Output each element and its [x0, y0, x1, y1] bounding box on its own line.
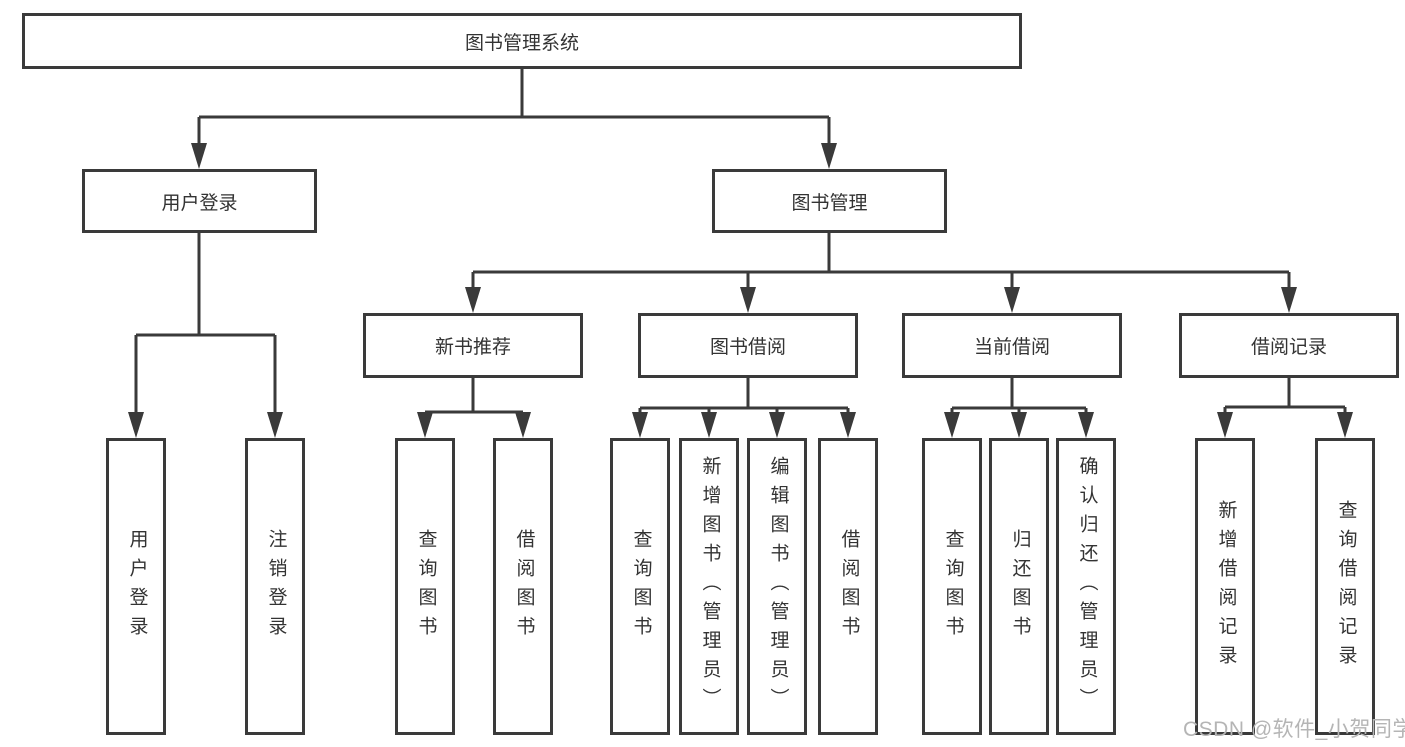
- leaf-logout-label: 注销登录: [265, 528, 287, 645]
- leaf-query-borrow-record-label: 查询借阅记录: [1335, 499, 1357, 674]
- leaf-return-books: 归还图书: [989, 438, 1049, 735]
- leaf-edit-books-admin-label: 编辑图书（管理员）: [767, 456, 789, 717]
- leaf-add-books-admin-label: 新增图书（管理员）: [699, 456, 721, 717]
- leaf-confirm-return-admin-label: 确认归还（管理员）: [1076, 456, 1098, 717]
- leaf-query-books-recommend-label: 查询图书: [415, 528, 437, 645]
- leaf-query-books-recommend: 查询图书: [395, 438, 455, 735]
- leaf-query-books-borrow-label: 查询图书: [630, 528, 652, 645]
- leaf-add-books-admin: 新增图书（管理员）: [679, 438, 739, 735]
- leaf-borrow-books-recommend-label: 借阅图书: [513, 528, 535, 645]
- leaf-return-books-label: 归还图书: [1009, 528, 1031, 645]
- node-new-book-recommend: 新书推荐: [363, 313, 583, 378]
- leaf-query-books-current: 查询图书: [922, 438, 982, 735]
- leaf-add-borrow-record: 新增借阅记录: [1195, 438, 1255, 735]
- node-book-borrow: 图书借阅: [638, 313, 858, 378]
- leaf-user-login: 用户登录: [106, 438, 166, 735]
- leaf-query-books-borrow: 查询图书: [610, 438, 670, 735]
- leaf-query-books-current-label: 查询图书: [942, 528, 964, 645]
- node-user-login: 用户登录: [82, 169, 317, 233]
- node-borrow-record: 借阅记录: [1179, 313, 1399, 378]
- leaf-query-borrow-record: 查询借阅记录: [1315, 438, 1375, 735]
- node-library-management-system: 图书管理系统: [22, 13, 1022, 69]
- node-current-borrow: 当前借阅: [902, 313, 1122, 378]
- leaf-add-borrow-record-label: 新增借阅记录: [1215, 499, 1237, 674]
- leaf-confirm-return-admin: 确认归还（管理员）: [1056, 438, 1116, 735]
- node-book-management: 图书管理: [712, 169, 947, 233]
- leaf-borrow-books-recommend: 借阅图书: [493, 438, 553, 735]
- leaf-edit-books-admin: 编辑图书（管理员）: [747, 438, 807, 735]
- leaf-user-login-label: 用户登录: [126, 528, 148, 645]
- watermark: CSDN @软件_小贺同学: [1183, 718, 1405, 741]
- leaf-borrow-books-label: 借阅图书: [838, 528, 860, 645]
- leaf-borrow-books: 借阅图书: [818, 438, 878, 735]
- leaf-logout: 注销登录: [245, 438, 305, 735]
